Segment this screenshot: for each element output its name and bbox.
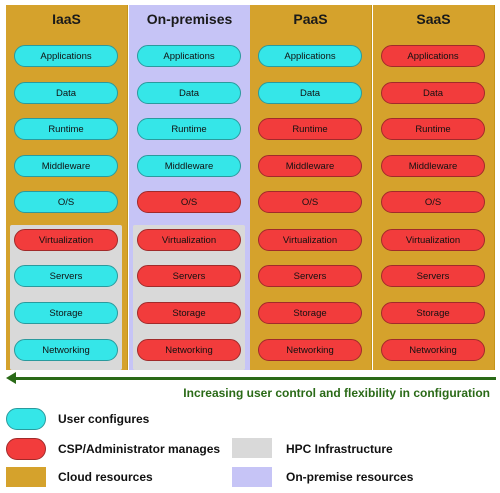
legend-cloud-swatch: [6, 467, 46, 487]
layer-data: Data: [381, 82, 485, 104]
layer-middleware: Middleware: [137, 155, 241, 177]
layer-storage: Storage: [258, 302, 362, 324]
layer-servers: Servers: [258, 265, 362, 287]
layer-runtime: Runtime: [258, 118, 362, 140]
layer-servers: Servers: [381, 265, 485, 287]
layer-storage: Storage: [14, 302, 118, 324]
layer-virtualization: Virtualization: [381, 229, 485, 251]
legend-cloud-label: Cloud resources: [58, 470, 153, 484]
layer-o-s: O/S: [14, 191, 118, 213]
layer-virtualization: Virtualization: [137, 229, 241, 251]
layer-data: Data: [258, 82, 362, 104]
legend-onprem-label: On-premise resources: [286, 470, 414, 484]
layer-virtualization: Virtualization: [14, 229, 118, 251]
layer-applications: Applications: [137, 45, 241, 67]
column-title: SaaS: [416, 11, 451, 27]
legend-user-swatch: [6, 408, 46, 430]
legend-user-label: User configures: [58, 412, 150, 426]
layer-data: Data: [14, 82, 118, 104]
legend-hpc-label: HPC Infrastructure: [286, 442, 393, 456]
column-title: PaaS: [293, 11, 328, 27]
layer-middleware: Middleware: [14, 155, 118, 177]
column-title: IaaS: [52, 11, 81, 27]
layer-runtime: Runtime: [381, 118, 485, 140]
layer-data: Data: [137, 82, 241, 104]
layer-applications: Applications: [258, 45, 362, 67]
legend-csp-label: CSP/Administrator manages: [58, 442, 221, 456]
control-arrow-line: [14, 377, 496, 380]
legend-onprem-swatch: [232, 467, 272, 487]
layer-middleware: Middleware: [381, 155, 485, 177]
column-title: On-premises: [146, 11, 233, 27]
layer-networking: Networking: [137, 339, 241, 361]
layer-virtualization: Virtualization: [258, 229, 362, 251]
layer-networking: Networking: [381, 339, 485, 361]
layer-middleware: Middleware: [258, 155, 362, 177]
layer-servers: Servers: [14, 265, 118, 287]
layer-storage: Storage: [381, 302, 485, 324]
arrow-label: Increasing user control and flexibility …: [183, 386, 490, 400]
layer-applications: Applications: [14, 45, 118, 67]
legend-csp-swatch: [6, 438, 46, 460]
layer-networking: Networking: [14, 339, 118, 361]
layer-o-s: O/S: [381, 191, 485, 213]
layer-networking: Networking: [258, 339, 362, 361]
layer-applications: Applications: [381, 45, 485, 67]
layer-runtime: Runtime: [14, 118, 118, 140]
layer-servers: Servers: [137, 265, 241, 287]
legend-hpc-swatch: [232, 438, 272, 458]
layer-o-s: O/S: [137, 191, 241, 213]
arrow-head-icon: [6, 372, 16, 384]
layer-runtime: Runtime: [137, 118, 241, 140]
layer-storage: Storage: [137, 302, 241, 324]
layer-o-s: O/S: [258, 191, 362, 213]
